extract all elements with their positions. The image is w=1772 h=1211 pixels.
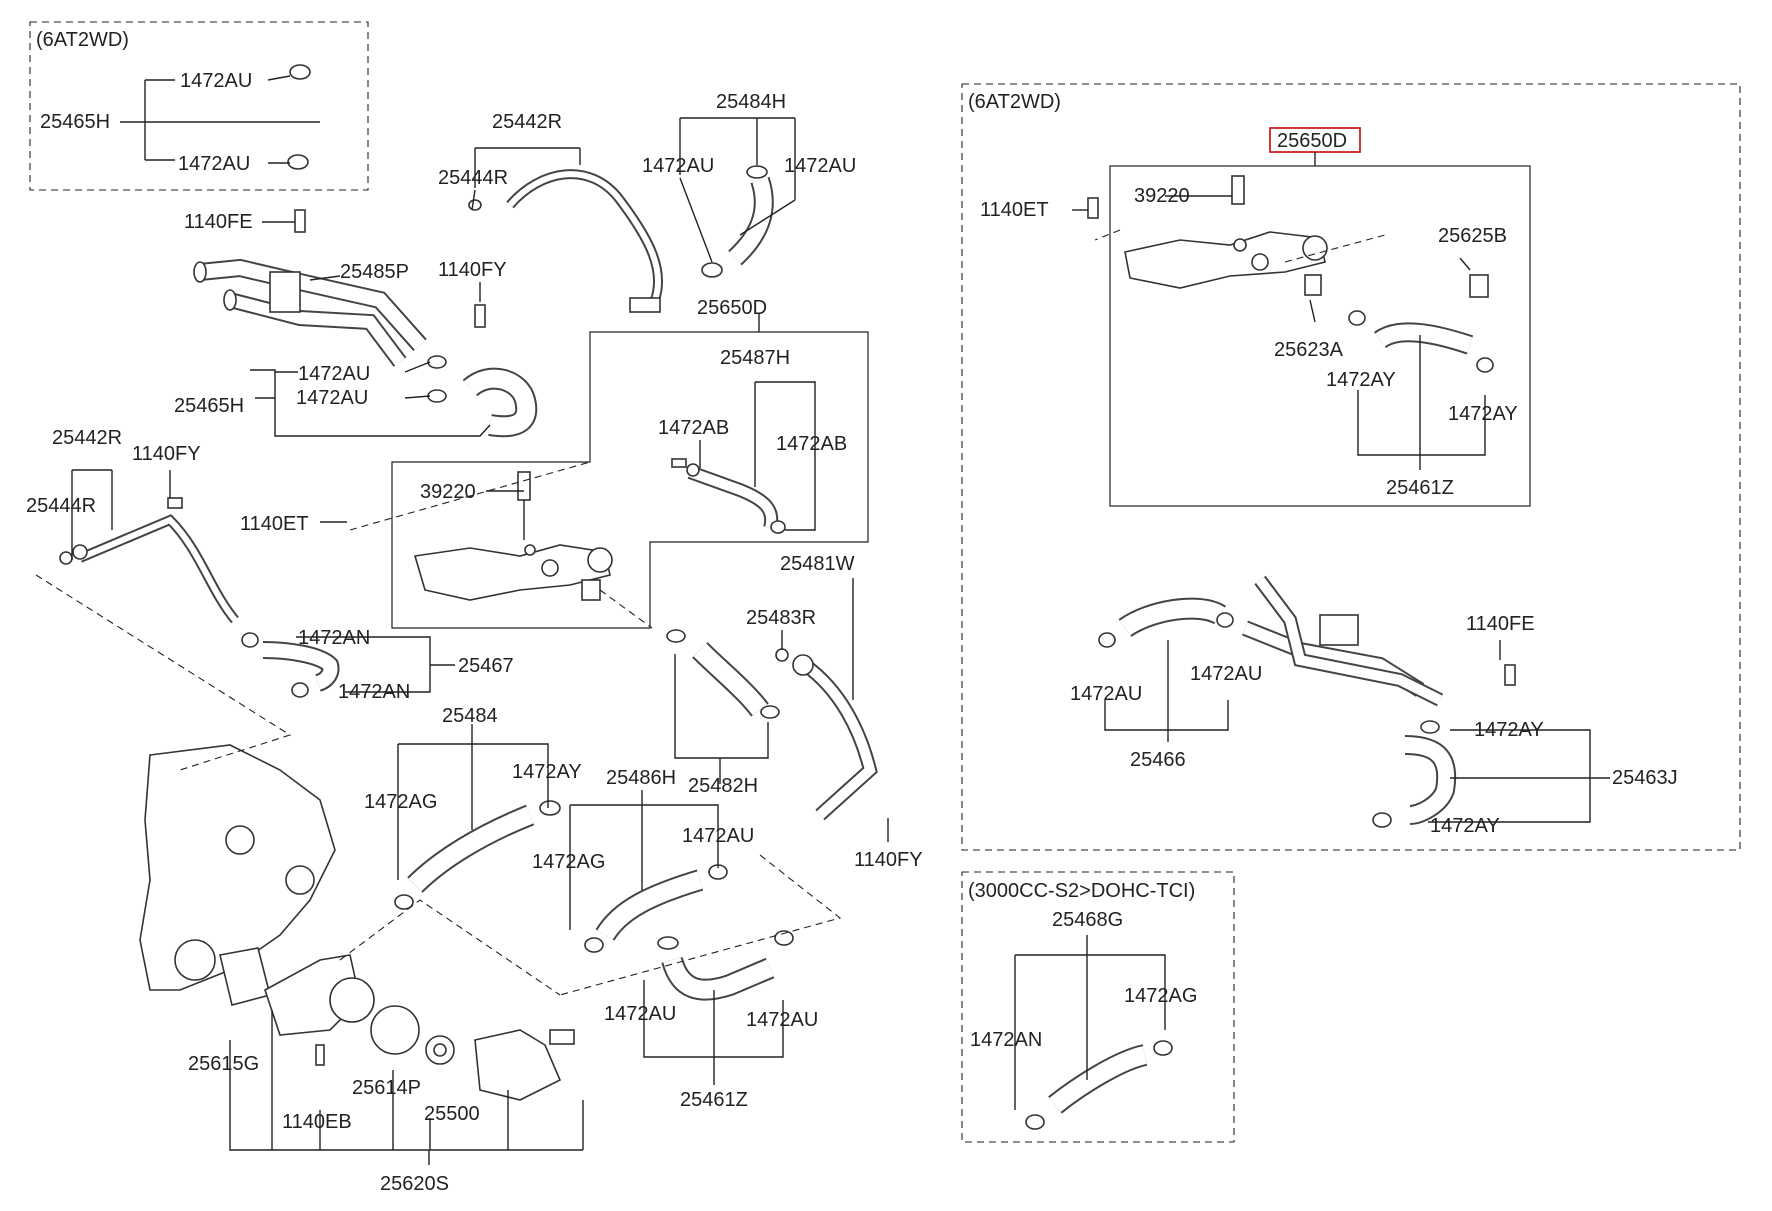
- leader-lines: [35, 75, 1610, 1165]
- part-label[interactable]: 25500: [424, 1103, 480, 1125]
- part-label[interactable]: 1472AY: [1474, 719, 1544, 741]
- part-label[interactable]: 25467: [458, 655, 514, 677]
- part-label[interactable]: 1472AU: [178, 153, 250, 175]
- part-label[interactable]: 25481W: [780, 553, 855, 575]
- part-label[interactable]: 25442R: [52, 427, 122, 449]
- part-label[interactable]: 25483R: [746, 607, 816, 629]
- part-label[interactable]: 1472AU: [784, 155, 856, 177]
- part-label[interactable]: 25484: [442, 705, 498, 727]
- part-label[interactable]: 25484H: [716, 91, 786, 113]
- part-label[interactable]: 1472AB: [776, 433, 847, 455]
- part-label[interactable]: 25650D: [697, 297, 767, 319]
- part-label[interactable]: 25463J: [1612, 767, 1678, 789]
- part-label[interactable]: 1472AU: [296, 387, 368, 409]
- part-label[interactable]: 25461Z: [1386, 477, 1454, 499]
- part-label[interactable]: 1472AU: [746, 1009, 818, 1031]
- group-box-3000cc: [961, 871, 1235, 1143]
- part-label[interactable]: 25615G: [188, 1053, 259, 1075]
- part-label[interactable]: 1472AN: [298, 627, 370, 649]
- part-label[interactable]: 1140FE: [184, 211, 253, 233]
- group-box-6at2wd-right: [961, 83, 1741, 851]
- part-label[interactable]: 1472AY: [1326, 369, 1396, 391]
- part-label[interactable]: 1140FY: [854, 849, 923, 871]
- part-label[interactable]: 25465H: [40, 111, 110, 133]
- part-label[interactable]: 1472AU: [604, 1003, 676, 1025]
- part-label[interactable]: 25625B: [1438, 225, 1507, 247]
- labels: (6AT2WD) (6AT2WD) (3000CC-S2>DOHC-TCI) 1…: [26, 29, 1678, 1195]
- part-label[interactable]: 1472AU: [682, 825, 754, 847]
- part-drawings: [59, 64, 1516, 1130]
- part-label[interactable]: 1472AN: [338, 681, 410, 703]
- assembly-box-25650d-left: [391, 331, 869, 629]
- part-label[interactable]: 1472AU: [298, 363, 370, 385]
- part-label[interactable]: 1472AY: [512, 761, 582, 783]
- part-label[interactable]: 1472AB: [658, 417, 729, 439]
- group-box-6at2wd-left: [29, 21, 369, 191]
- part-label[interactable]: 25482H: [688, 775, 758, 797]
- part-label[interactable]: 1140ET: [240, 513, 309, 535]
- part-label[interactable]: 1472AY: [1448, 403, 1518, 425]
- part-label[interactable]: 1472AG: [1124, 985, 1197, 1007]
- part-label[interactable]: 1472AG: [364, 791, 437, 813]
- part-label[interactable]: 25466: [1130, 749, 1186, 771]
- group-label-6at2wd-left: (6AT2WD): [36, 29, 129, 51]
- part-label[interactable]: 1472AU: [642, 155, 714, 177]
- part-label[interactable]: 1140FY: [438, 259, 507, 281]
- part-label[interactable]: 25614P: [352, 1077, 421, 1099]
- part-label[interactable]: 1472AN: [970, 1029, 1042, 1051]
- part-label[interactable]: 1472AU: [1070, 683, 1142, 705]
- part-label[interactable]: 1472AY: [1430, 815, 1500, 837]
- part-label[interactable]: 1472AU: [1190, 663, 1262, 685]
- part-label[interactable]: 25623A: [1274, 339, 1344, 361]
- part-label[interactable]: 1140ET: [980, 199, 1049, 221]
- part-label[interactable]: 25620S: [380, 1173, 449, 1195]
- group-label-6at2wd-right: (6AT2WD): [968, 91, 1061, 113]
- part-label[interactable]: 25444R: [438, 167, 508, 189]
- part-label[interactable]: 25468G: [1052, 909, 1123, 931]
- part-label-highlighted[interactable]: 25650D: [1277, 130, 1347, 152]
- part-label[interactable]: 25444R: [26, 495, 96, 517]
- assembly-box-25650d-right: [1109, 165, 1531, 507]
- part-label[interactable]: 39220: [420, 481, 476, 503]
- part-label[interactable]: 1472AG: [532, 851, 605, 873]
- part-label[interactable]: 1140FE: [1466, 613, 1535, 635]
- part-label[interactable]: 25485P: [340, 261, 409, 283]
- part-label[interactable]: 25486H: [606, 767, 676, 789]
- part-label[interactable]: 25465H: [174, 395, 244, 417]
- part-label[interactable]: 25442R: [492, 111, 562, 133]
- group-label-3000cc: (3000CC-S2>DOHC-TCI): [968, 880, 1195, 902]
- part-label[interactable]: 25487H: [720, 347, 790, 369]
- part-label[interactable]: 25461Z: [680, 1089, 748, 1111]
- part-label[interactable]: 39220: [1134, 185, 1190, 207]
- part-label[interactable]: 1140FY: [132, 443, 201, 465]
- part-label[interactable]: 1472AU: [180, 70, 252, 92]
- part-label[interactable]: 1140EB: [282, 1111, 352, 1133]
